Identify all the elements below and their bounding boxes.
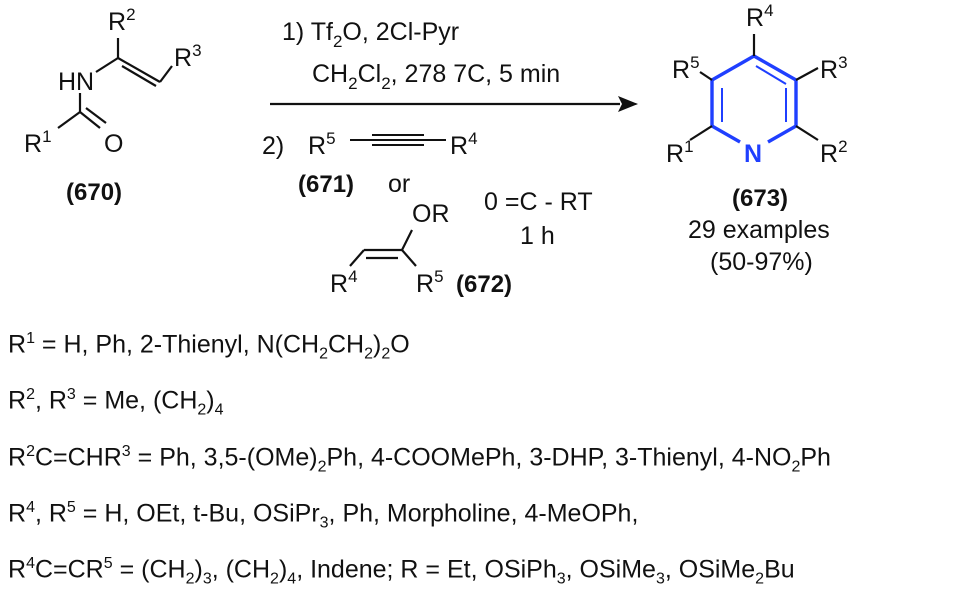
or-text: or <box>388 170 410 198</box>
product-pyridine-ring <box>710 54 798 144</box>
product-r2-label: R2 <box>820 137 848 168</box>
product-nitrogen-label: N <box>744 140 762 168</box>
product-r5-label: R5 <box>672 53 700 84</box>
condition-solvent: CH2Cl2, 278 7C, 5 min <box>312 60 560 93</box>
condition-time: 1 h <box>520 222 555 250</box>
note-r2-r3: R2, R3 = Me, (CH2)4 <box>8 386 224 419</box>
reactant-r2-label: R2 <box>108 5 136 36</box>
product-r3-label: R3 <box>820 53 848 84</box>
enol-ether-structure <box>349 229 417 267</box>
product-examples-count: 29 examples <box>688 216 830 244</box>
alkyne-r5-label: R5 <box>308 129 336 160</box>
note-r1: R1 = H, Ph, 2-Thienyl, N(CH2CH2)2O <box>8 330 410 363</box>
alkyne-triple-bond <box>350 134 446 146</box>
product-substituent-bonds <box>689 34 819 141</box>
reactant-r1-label: R1 <box>24 127 52 158</box>
substituent-notes: R1 = H, Ph, 2-Thienyl, N(CH2CH2)2O R2, R… <box>8 318 831 600</box>
enol-compound-label: (672) <box>456 271 512 298</box>
alkyne-compound-label: (671) <box>298 171 354 198</box>
reactant-670 <box>57 38 173 129</box>
condition-step1: 1) Tf2O, 2Cl-Pyr <box>282 18 459 51</box>
condition-step2: 2) <box>262 132 284 160</box>
enol-r5-label: R5 <box>416 267 444 298</box>
reactant-oxygen-label: O <box>104 130 123 158</box>
product-ring-inner-bonds <box>721 65 787 122</box>
reaction-arrow <box>270 96 638 112</box>
enol-r4-label: R4 <box>330 267 358 298</box>
product-r1-label: R1 <box>666 137 694 168</box>
product-compound-label: (673) <box>732 185 788 212</box>
product-r4-label: R4 <box>746 1 774 32</box>
reactant-nh-label: HN <box>58 68 94 96</box>
note-r2-alkene-r3: R2C=CHR3 = Ph, 3,5-(OMe)2Ph, 4-COOMePh, … <box>8 442 831 475</box>
condition-temperature: 0 =C - RT <box>484 188 593 216</box>
product-yield-range: (50-97%) <box>710 248 813 276</box>
reaction-scheme: R2 R3 HN R1 O (670) 1) Tf2O, 2Cl-Pyr CH2… <box>24 1 848 298</box>
alkyne-r4-label: R4 <box>450 129 478 160</box>
reactant-compound-label: (670) <box>66 179 122 206</box>
reactant-r3-label: R3 <box>174 41 202 72</box>
note-r4-r5: R4, R5 = H, OEt, t-Bu, OSiPr3, Ph, Morph… <box>8 498 639 532</box>
enol-or-label: OR <box>412 200 450 228</box>
note-r4-alkene-r5: R4C=CR5 = (CH2)3, (CH2)4, Indene; R = Et… <box>8 555 795 588</box>
